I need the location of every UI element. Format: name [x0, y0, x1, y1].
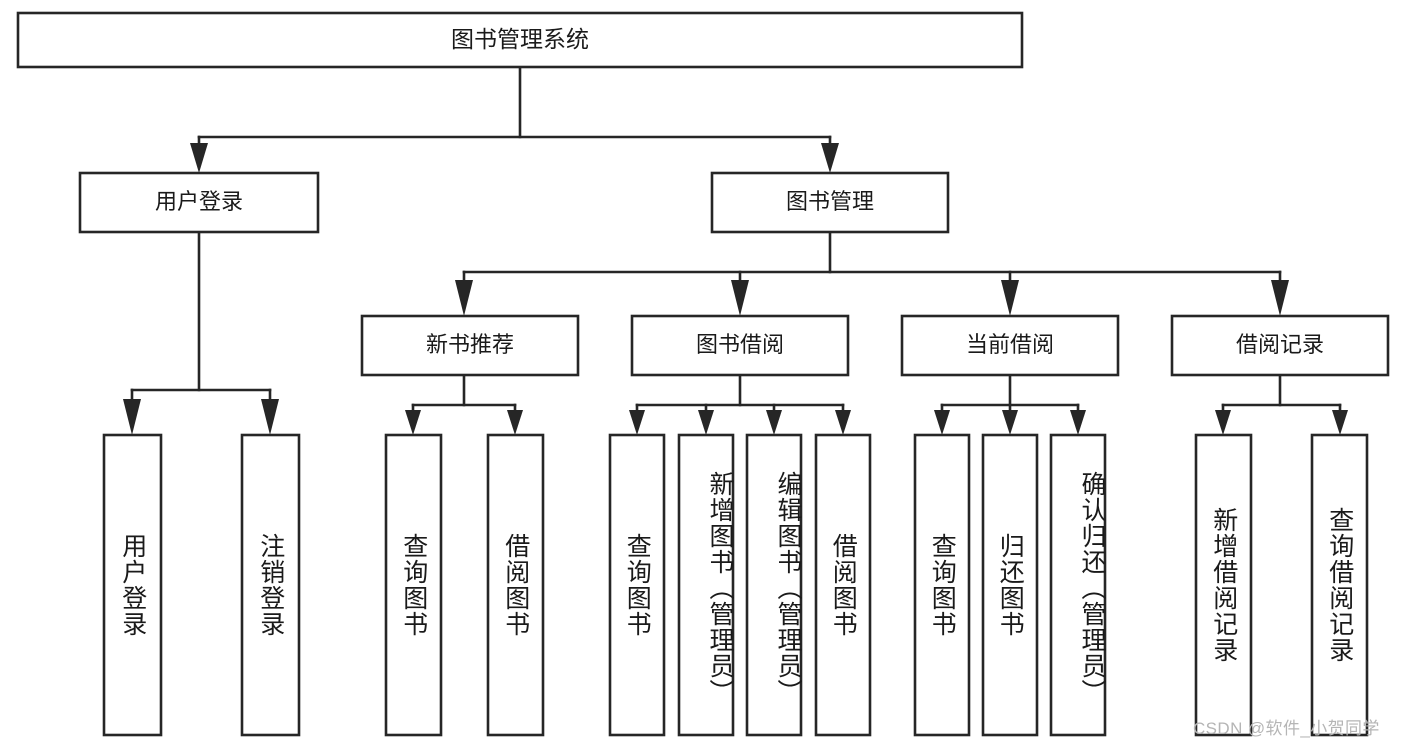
arrowhead-leaf-borrow-book-2 — [835, 410, 851, 435]
node-user-login-label: 用户登录 — [155, 189, 243, 214]
arrowhead-borrow-record — [1271, 280, 1289, 316]
node-user-login[interactable]: 用户登录 — [78, 171, 320, 234]
node-borrow-record[interactable]: 借阅记录 — [1170, 314, 1390, 377]
node-user-login-box[interactable] — [78, 171, 320, 234]
arrowhead-book-manage — [821, 143, 839, 173]
arrowhead-new-book-rec — [455, 280, 473, 316]
node-book-borrow[interactable]: 图书借阅 — [630, 314, 850, 377]
node-leaf-query-record-box[interactable] — [1310, 433, 1369, 737]
csdn-watermark: CSDN @软件_小贺同学 — [1193, 719, 1380, 738]
node-root-label: 图书管理系统 — [451, 26, 589, 52]
arrowhead-user-login — [190, 143, 208, 173]
arrowhead-leaf-query-book-2 — [629, 410, 645, 435]
node-borrow-record-box[interactable] — [1170, 314, 1390, 377]
node-book-manage-label: 图书管理 — [786, 189, 874, 214]
node-leaf-query-book-1-box[interactable] — [384, 433, 443, 737]
connectors-current-borrow-to-leaves — [934, 373, 1086, 435]
node-leaf-edit-book-box[interactable] — [745, 433, 803, 737]
node-current-borrow[interactable]: 当前借阅 — [900, 314, 1120, 377]
arrowhead-current-borrow — [1001, 280, 1019, 316]
arrowhead-leaf-logout-login — [261, 399, 279, 435]
node-current-borrow-box[interactable] — [900, 314, 1120, 377]
node-book-manage[interactable]: 图书管理 — [710, 171, 950, 234]
arrowhead-leaf-edit-book — [766, 410, 782, 435]
node-new-book-rec-label: 新书推荐 — [426, 332, 514, 357]
node-leaf-borrow-book-1-box[interactable] — [486, 433, 545, 737]
node-current-borrow-label: 当前借阅 — [966, 332, 1054, 357]
arrowhead-leaf-query-record — [1332, 410, 1348, 435]
arrowhead-leaf-query-book-1 — [405, 410, 421, 435]
node-leaf-query-book-3-box[interactable] — [913, 433, 971, 737]
node-book-manage-box[interactable] — [710, 171, 950, 234]
node-leaf-return-book-box[interactable] — [981, 433, 1039, 737]
node-new-book-rec-box[interactable] — [360, 314, 580, 377]
arrowhead-leaf-user-login — [123, 399, 141, 435]
node-leaf-add-record-box[interactable] — [1194, 433, 1253, 737]
arrowhead-leaf-query-book-3 — [934, 410, 950, 435]
arrowhead-leaf-borrow-book-1 — [507, 410, 523, 435]
connectors-user-login-to-leaves — [123, 230, 279, 435]
node-root-box[interactable] — [16, 11, 1024, 69]
connectors-borrow-record-to-leaves — [1215, 373, 1348, 435]
node-book-borrow-box[interactable] — [630, 314, 850, 377]
node-borrow-record-label: 借阅记录 — [1236, 332, 1324, 357]
node-root[interactable]: 图书管理系统 — [16, 11, 1024, 69]
arrowhead-leaf-add-book — [698, 410, 714, 435]
arrowhead-leaf-return-book — [1002, 410, 1018, 435]
connectors-book-borrow-to-leaves — [629, 373, 851, 435]
connectors-book-manage-to-level3 — [455, 230, 1289, 316]
arrowhead-leaf-add-record — [1215, 410, 1231, 435]
node-leaf-confirm-return-box[interactable] — [1049, 433, 1107, 737]
node-leaf-borrow-book-2-box[interactable] — [814, 433, 872, 737]
node-leaf-add-book-box[interactable] — [677, 433, 735, 737]
node-leaf-logout-login-box[interactable] — [240, 433, 301, 737]
arrowhead-book-borrow — [731, 280, 749, 316]
connectors-root-to-level2 — [190, 65, 839, 173]
node-book-borrow-label: 图书借阅 — [696, 332, 784, 357]
node-leaf-query-book-2-box[interactable] — [608, 433, 666, 737]
arrowhead-leaf-confirm-return — [1070, 410, 1086, 435]
connectors-new-book-rec-to-leaves — [405, 373, 523, 435]
node-leaf-user-login-box[interactable] — [102, 433, 163, 737]
node-new-book-rec[interactable]: 新书推荐 — [360, 314, 580, 377]
